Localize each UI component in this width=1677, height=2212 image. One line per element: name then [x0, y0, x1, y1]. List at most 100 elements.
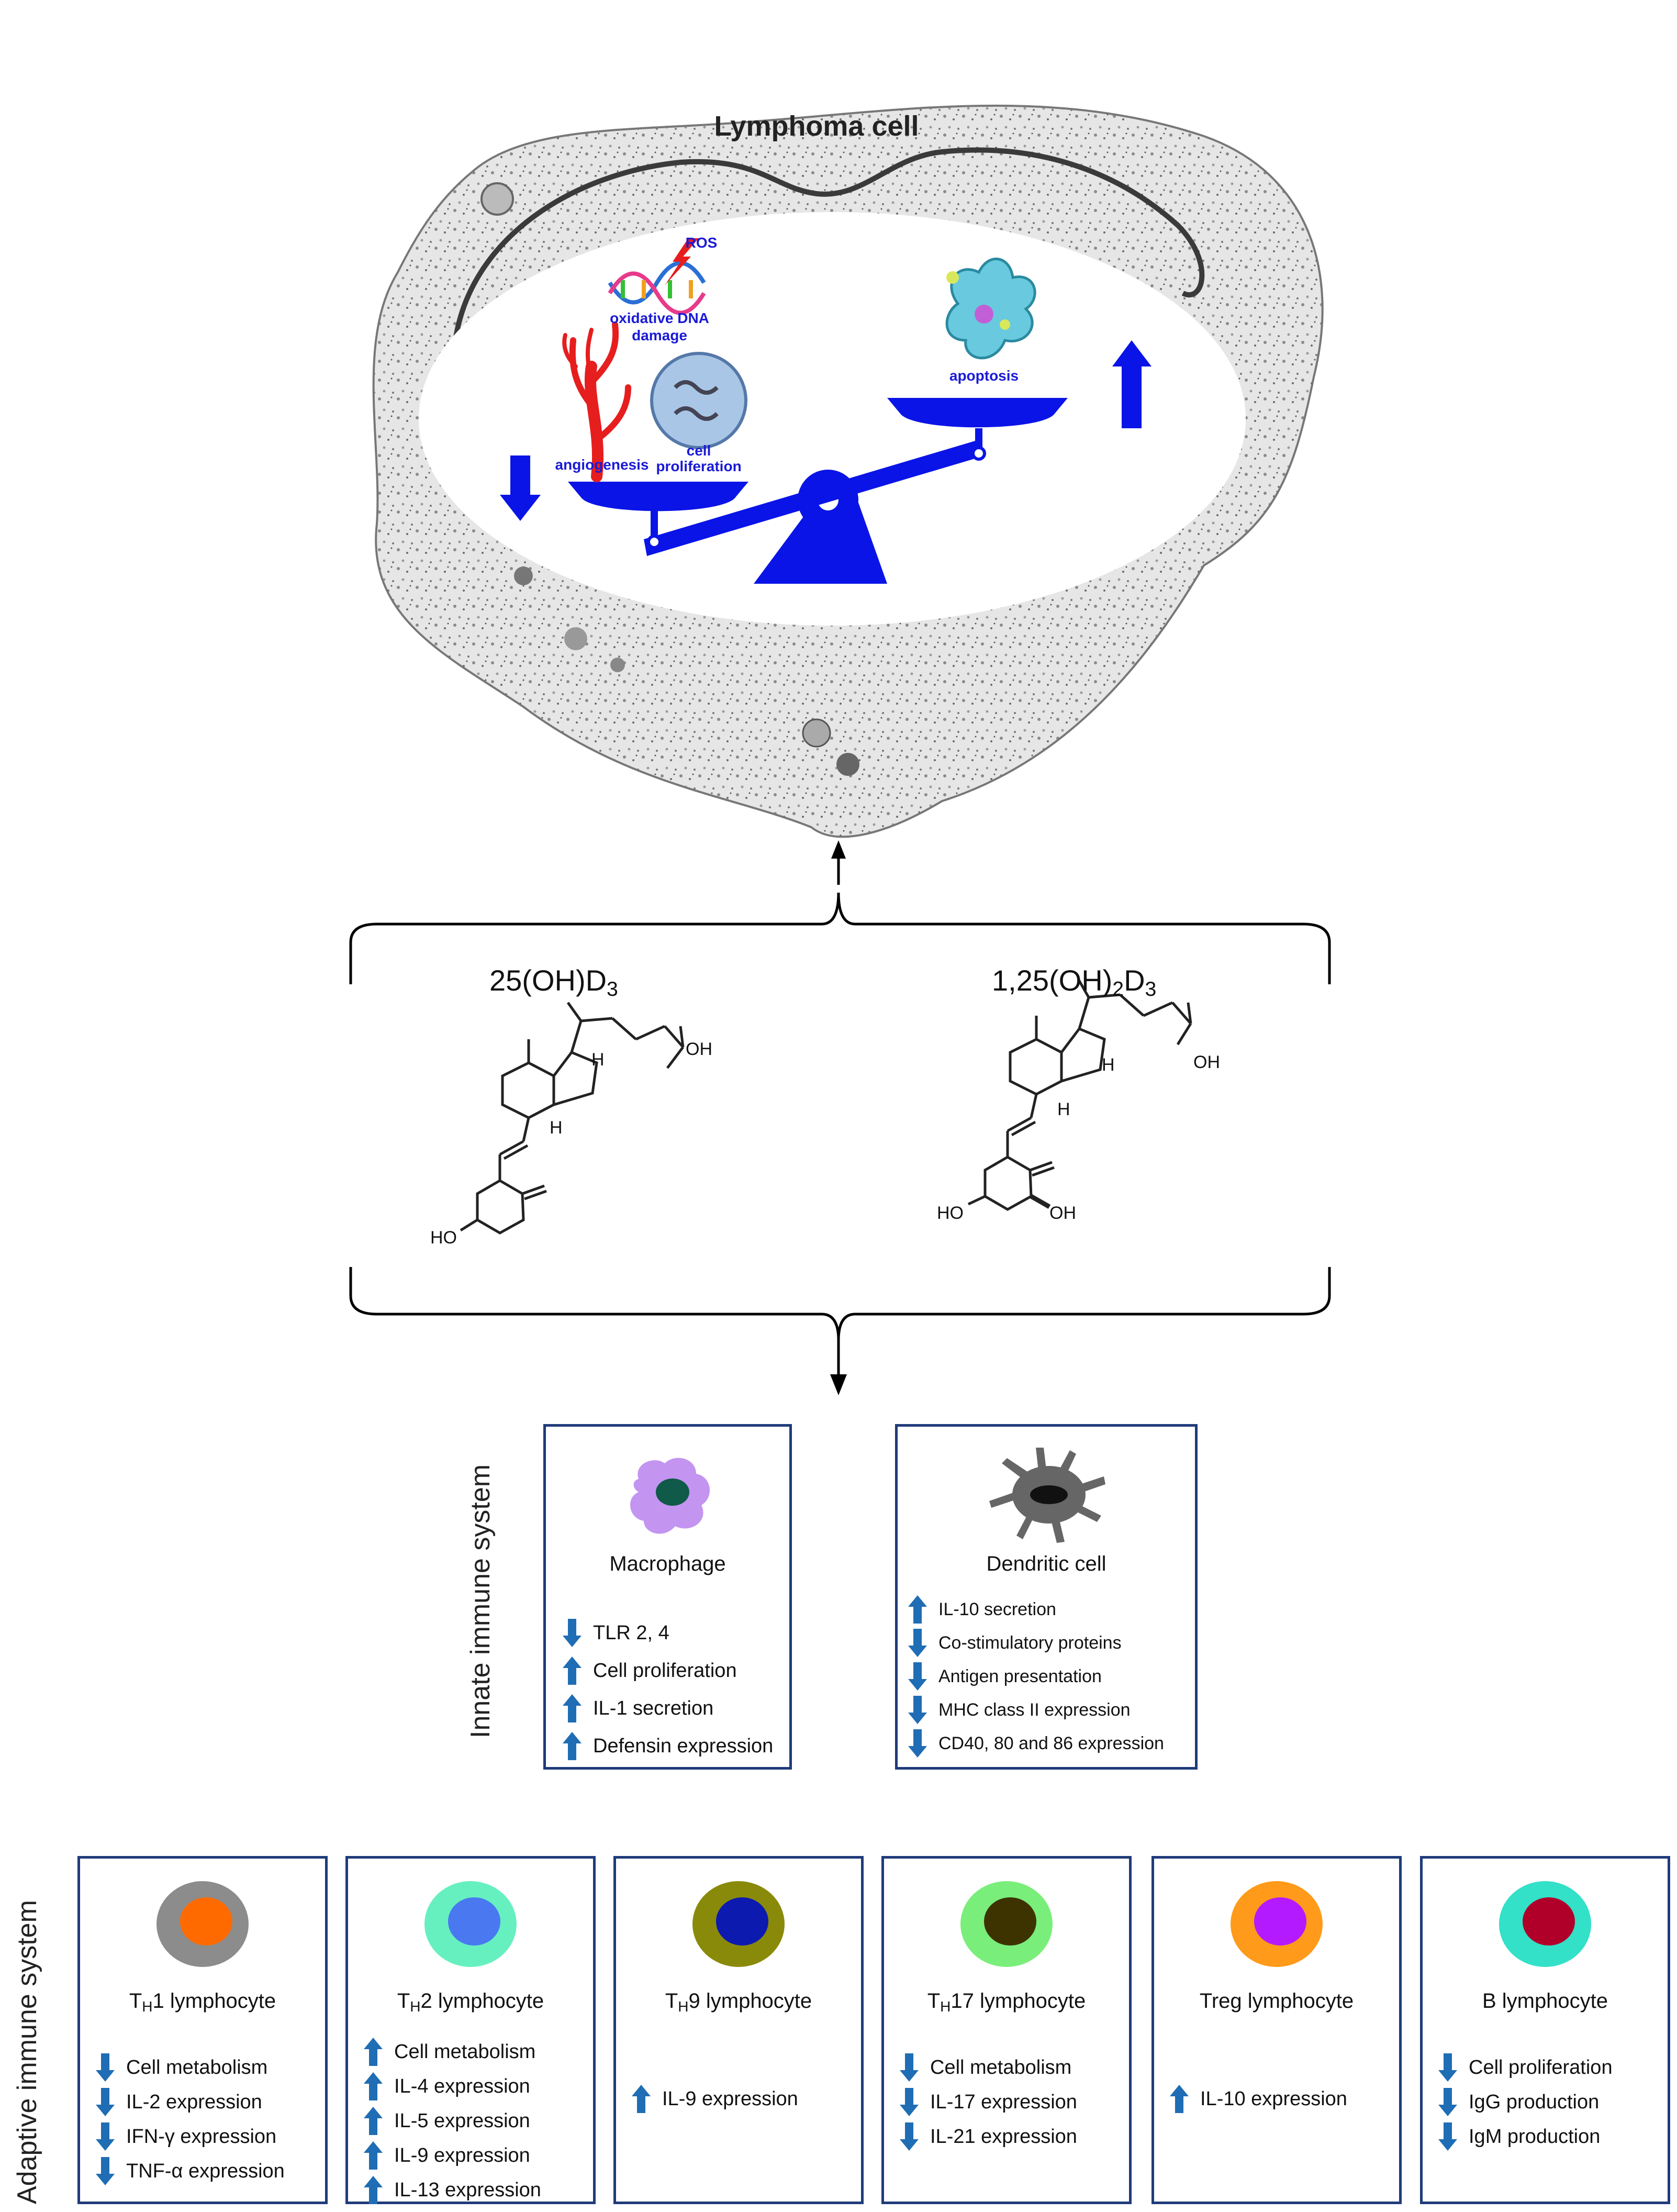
- lymphocyte-title: B lymphocyte: [1482, 1989, 1608, 2013]
- lymphocyte-icon: [156, 1881, 249, 1967]
- effect-text: TNF-α expression: [126, 2160, 285, 2182]
- effect-text: IL-2 expression: [126, 2091, 262, 2113]
- effect-text: Antigen presentation: [938, 1666, 1102, 1686]
- effect-item: Co-stimulatory proteins: [907, 1628, 1122, 1658]
- dna-icon: [608, 261, 706, 315]
- effect-item: Defensin expression: [562, 1731, 773, 1761]
- cell-interior: [419, 212, 1246, 626]
- effect-item: Cell proliferation: [562, 1655, 737, 1686]
- arrow-down-icon: [1438, 2122, 1457, 2151]
- dna-damage-label-1: oxidative DNA: [610, 310, 709, 326]
- molecule-left-oh: OH: [686, 1039, 712, 1059]
- nucleus-outline: [453, 147, 1205, 341]
- arrow-up-icon: [364, 2038, 383, 2066]
- arrow-down-icon: [900, 2053, 919, 2082]
- effect-item: MHC class II expression: [907, 1695, 1131, 1725]
- effect-text: TLR 2, 4: [593, 1621, 669, 1644]
- arrow-down-icon: [1438, 2053, 1457, 2082]
- arrow-up-icon: [563, 1732, 582, 1760]
- effect-text: Co-stimulatory proteins: [938, 1632, 1122, 1653]
- angiogenesis-label: angiogenesis: [555, 457, 649, 473]
- arrow-down-icon: [900, 2122, 919, 2151]
- dna-damage-label-2: damage: [632, 327, 687, 343]
- effect-text: IFN-γ expression: [126, 2125, 277, 2148]
- effect-item: Cell metabolism: [899, 2052, 1071, 2083]
- effect-text: IL-4 expression: [394, 2075, 530, 2097]
- arrow-down-icon: [96, 2122, 115, 2151]
- effect-item: IL-5 expression: [363, 2106, 530, 2136]
- effect-text: Cell metabolism: [930, 2056, 1072, 2078]
- molecule-right-ho: HO: [937, 1203, 964, 1223]
- proliferation-label-1: cell: [686, 442, 711, 459]
- ros-label: ROS: [685, 235, 718, 251]
- molecule-right-h-top: H: [1102, 1055, 1115, 1075]
- effect-item: IgM production: [1437, 2121, 1600, 2152]
- effect-text: IL-9 expression: [394, 2144, 530, 2166]
- effect-item: TNF-α expression: [95, 2156, 285, 2186]
- arrow-down-icon: [1438, 2088, 1457, 2116]
- dendritic-title: Dendritic cell: [986, 1552, 1106, 1575]
- arrow-up-icon: [632, 2085, 651, 2113]
- effect-text: IgG production: [1469, 2091, 1600, 2113]
- macrophage-title: Macrophage: [609, 1552, 726, 1575]
- arrow-down-icon: [500, 455, 541, 521]
- apoptosis-icon: [945, 258, 1036, 360]
- arrow-up-icon: [563, 1657, 582, 1685]
- molecule-right-oh: OH: [1193, 1052, 1220, 1072]
- effect-text: Cell metabolism: [126, 2056, 268, 2078]
- effect-text: IL-21 expression: [930, 2125, 1077, 2148]
- arrow-down-icon: [96, 2053, 115, 2082]
- effect-text: Cell proliferation: [593, 1659, 737, 1682]
- effect-text: Cell proliferation: [1469, 2056, 1613, 2078]
- effect-item: IgG production: [1437, 2087, 1599, 2117]
- arrow-up-icon: [1170, 2085, 1189, 2113]
- lymphocyte-icon: [692, 1881, 785, 1967]
- arrow-down-icon: [563, 1619, 582, 1647]
- effect-text: IL-10 secretion: [938, 1599, 1056, 1619]
- lymphocyte-title: Treg lymphocyte: [1199, 1989, 1354, 2013]
- lymphocyte-icon: [1231, 1881, 1323, 1967]
- adaptive-side-label: Adaptive immune system: [12, 1900, 42, 2204]
- arrow-up-icon: [364, 2176, 383, 2204]
- effect-item: IL-13 expression: [363, 2175, 541, 2205]
- arrow-down-icon: [908, 1729, 927, 1758]
- molecule-right-oh-bottom: OH: [1049, 1203, 1076, 1223]
- dendritic-cell-icon: [989, 1448, 1105, 1543]
- arrow-down-head: [830, 1374, 847, 1395]
- effect-text: IgM production: [1469, 2125, 1601, 2148]
- effect-text: IL-13 expression: [394, 2178, 541, 2201]
- innate-side-label: Innate immune system: [465, 1464, 496, 1738]
- arrow-down-icon: [96, 2088, 115, 2116]
- effect-item: IL-4 expression: [363, 2071, 530, 2102]
- balance-scale-icon: [568, 398, 1068, 584]
- arrow-up-icon: [1112, 340, 1151, 428]
- effect-item: CD40, 80 and 86 expression: [907, 1728, 1164, 1759]
- arrow-down-icon: [96, 2157, 115, 2185]
- effect-text: CD40, 80 and 86 expression: [938, 1733, 1164, 1753]
- lymphocyte-title: TH9 lymphocyte: [665, 1989, 812, 2015]
- effect-text: MHC class II expression: [938, 1699, 1131, 1720]
- effect-item: IL-1 secretion: [562, 1693, 713, 1724]
- lymphocyte-title: TH1 lymphocyte: [129, 1989, 276, 2015]
- effect-text: IL-1 secretion: [593, 1697, 714, 1719]
- effect-text: IL-17 expression: [930, 2091, 1077, 2113]
- effect-item: IL-17 expression: [899, 2087, 1077, 2117]
- arrow-up-icon: [908, 1595, 927, 1624]
- effect-text: IL-9 expression: [662, 2087, 798, 2110]
- effect-item: IL-9 expression: [631, 2084, 798, 2114]
- molecule-125oh2d3: [967, 978, 1192, 1211]
- effect-text: Defensin expression: [593, 1735, 774, 1757]
- proliferation-label-2: proliferation: [656, 458, 742, 474]
- effect-item: IL-21 expression: [899, 2121, 1077, 2152]
- effect-item: IL-10 expression: [1169, 2084, 1347, 2114]
- lightning-icon: [665, 238, 699, 285]
- arrow-down-icon: [908, 1662, 927, 1691]
- lymphocyte-title: TH2 lymphocyte: [397, 1989, 544, 2015]
- cell-proliferation-icon: [650, 352, 747, 449]
- macrophage-icon: [630, 1458, 710, 1534]
